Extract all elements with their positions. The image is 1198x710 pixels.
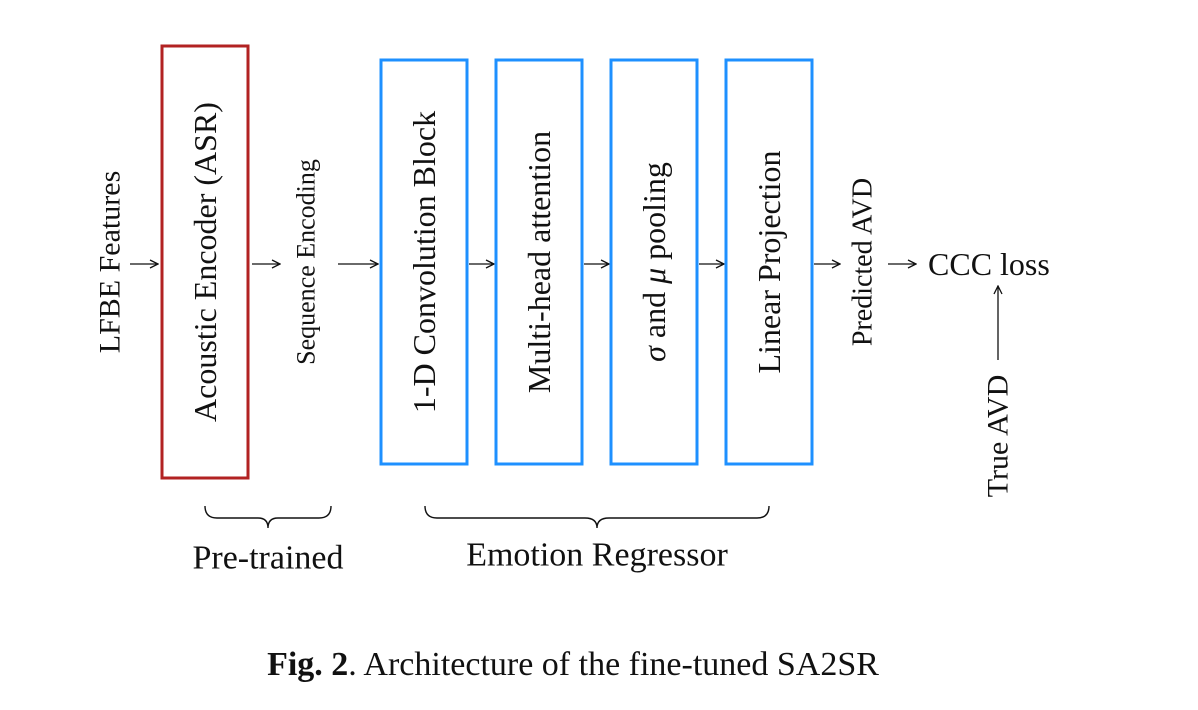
pooling-and-text: and	[636, 284, 672, 346]
pooling-suffix-text: pooling	[636, 162, 672, 268]
mu-symbol: μ	[636, 268, 672, 285]
acoustic-encoder-block	[160, 44, 250, 480]
ccc-loss-label: CCC loss	[928, 246, 1050, 282]
caption-text: . Architecture of the fine-tuned SA2SR	[348, 646, 879, 683]
figure-caption: Fig. 2. Architecture of the fine-tuned S…	[267, 646, 879, 683]
attention-block-label: Multi-head attention	[521, 131, 557, 393]
pooling-block	[609, 58, 699, 466]
emotion-regressor-group-label: Emotion Regressor	[466, 537, 728, 574]
conv-block	[379, 58, 469, 466]
emotion-regressor-brace	[424, 505, 770, 529]
pretrained-group-label: Pre-trained	[192, 540, 343, 577]
caption-figure-number: Fig. 2	[267, 646, 348, 683]
projection-block	[724, 58, 814, 466]
pooling-block-label: σ and μ pooling	[636, 162, 672, 362]
sequence-encoding-label: Sequence Encoding	[292, 159, 321, 365]
attention-block	[494, 58, 584, 466]
true-avd-label: True AVD	[982, 375, 1015, 498]
sigma-symbol: σ	[636, 345, 672, 362]
input-label: LFBE Features	[94, 171, 127, 353]
projection-block-label: Linear Projection	[751, 150, 787, 373]
acoustic-encoder-label: Acoustic Encoder (ASR)	[187, 102, 223, 422]
predicted-avd-label: Predicted AVD	[848, 178, 879, 346]
conv-block-label: 1-D Convolution Block	[406, 111, 442, 413]
pretrained-brace	[204, 505, 332, 529]
